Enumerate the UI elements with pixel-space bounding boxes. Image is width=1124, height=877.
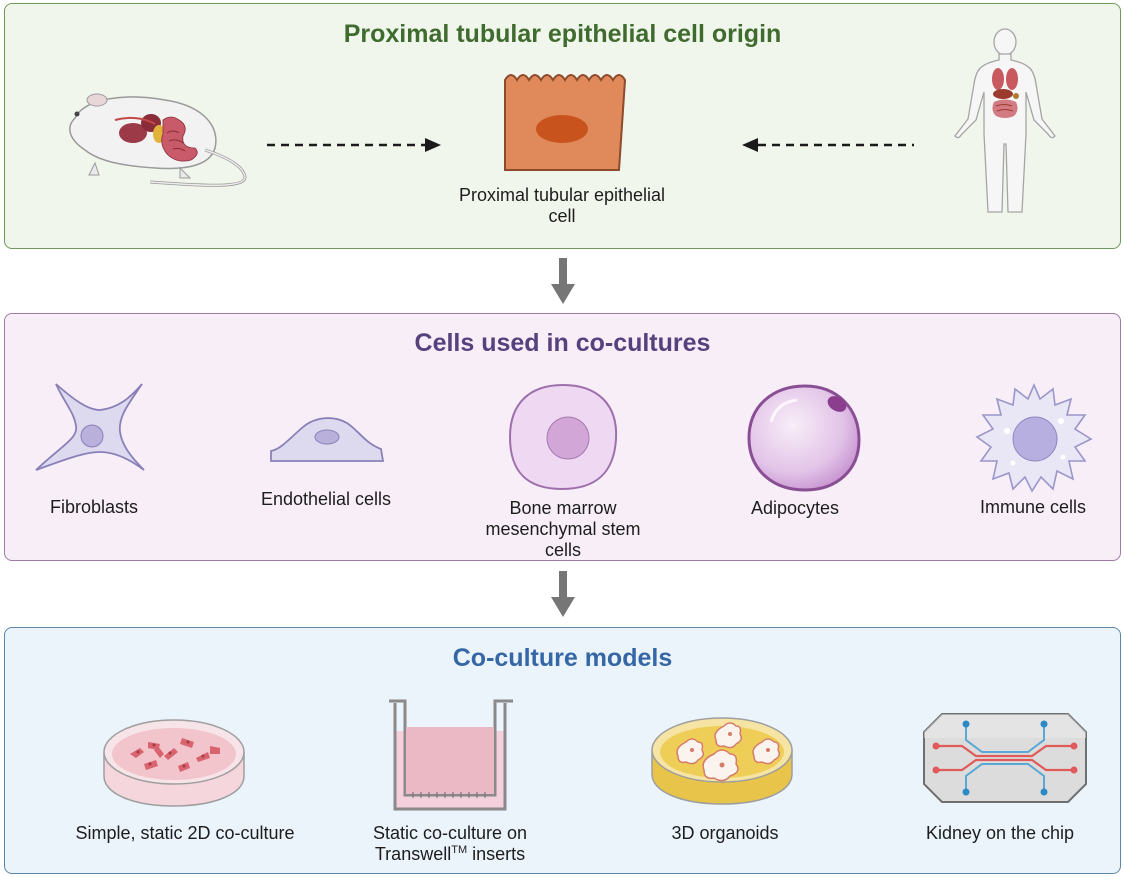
model-label-transwell-tail: inserts (467, 844, 526, 864)
flow-arrow-cells-to-models (551, 571, 575, 617)
mouse-to-cell-arrow (267, 138, 441, 152)
endothelial-cell-icon (270, 417, 385, 462)
models-panel-title: Co-culture models (452, 644, 673, 672)
immune-cell-icon (975, 382, 1093, 493)
trademark-superscript: TM (451, 844, 468, 856)
model-label-organoids: 3D organoids (671, 823, 779, 843)
cell-type-label-stem-cells: Bone marrow mesenchymal stem cells (485, 498, 641, 560)
cell-type-label-endothelial: Endothelial cells (260, 489, 392, 509)
mouse-anatomy-icon (69, 93, 247, 187)
origin-panel-title: Proximal tubular epithelial cell origin (343, 20, 782, 48)
cell-type-label-adipocytes: Adipocytes (750, 498, 840, 518)
human-to-cell-arrow (742, 138, 914, 152)
cell-type-label-immune: Immune cells (979, 497, 1087, 517)
fibroblast-icon (35, 383, 145, 471)
flow-arrow-origin-to-cells (551, 258, 575, 304)
model-label-2d: Simple, static 2D co-culture (75, 823, 295, 843)
petri-dish-2d-icon (103, 719, 245, 807)
cells-panel-title: Cells used in co-cultures (414, 329, 711, 357)
stem-cell-icon (508, 383, 618, 491)
model-label-kidney-chip: Kidney on the chip (925, 823, 1075, 843)
kidney-chip-icon (923, 713, 1087, 803)
cell-type-label-fibroblasts: Fibroblasts (49, 497, 139, 517)
model-label-transwell-main: Static co-culture on Transwell (372, 823, 528, 864)
epithelial-cell-icon (504, 74, 627, 171)
human-anatomy-icon (954, 28, 1056, 213)
organoid-dish-icon (651, 717, 793, 805)
adipocyte-icon (747, 384, 861, 492)
model-label-transwell: Static co-culture on TranswellTM inserts (350, 823, 550, 865)
transwell-insert-icon (389, 699, 513, 811)
epithelial-cell-label: Proximal tubular epithelial cell (458, 185, 666, 226)
